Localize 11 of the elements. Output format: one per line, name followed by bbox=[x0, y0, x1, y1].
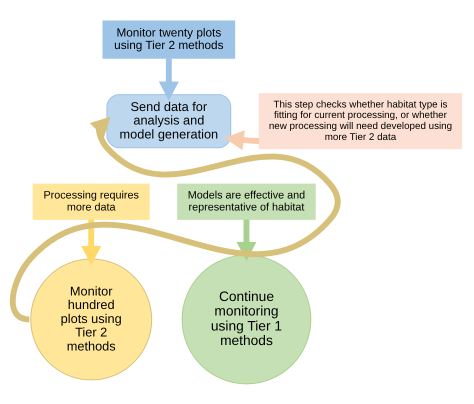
node-box: Monitor twenty plots using Tier 2 methods bbox=[102, 20, 236, 58]
node-box: Models are effective and representative of habitat bbox=[177, 183, 316, 220]
arrow bbox=[236, 219, 256, 261]
node-box: This step checks whether habitat type is fitting for current processing, or whether new processing will need developed using more Tier 2 data bbox=[258, 92, 462, 149]
node-box: Processing requires more data bbox=[32, 183, 150, 220]
node-circle: Continue monitoring using Tier 1 methods bbox=[182, 254, 312, 384]
arrow bbox=[224, 130, 260, 150]
node-circle: Monitor hundred plots using Tier 2 methods bbox=[30, 258, 152, 380]
arrow bbox=[158, 58, 179, 100]
node-box: Send data for analysis and model generation bbox=[106, 94, 232, 148]
arrow bbox=[81, 219, 102, 265]
